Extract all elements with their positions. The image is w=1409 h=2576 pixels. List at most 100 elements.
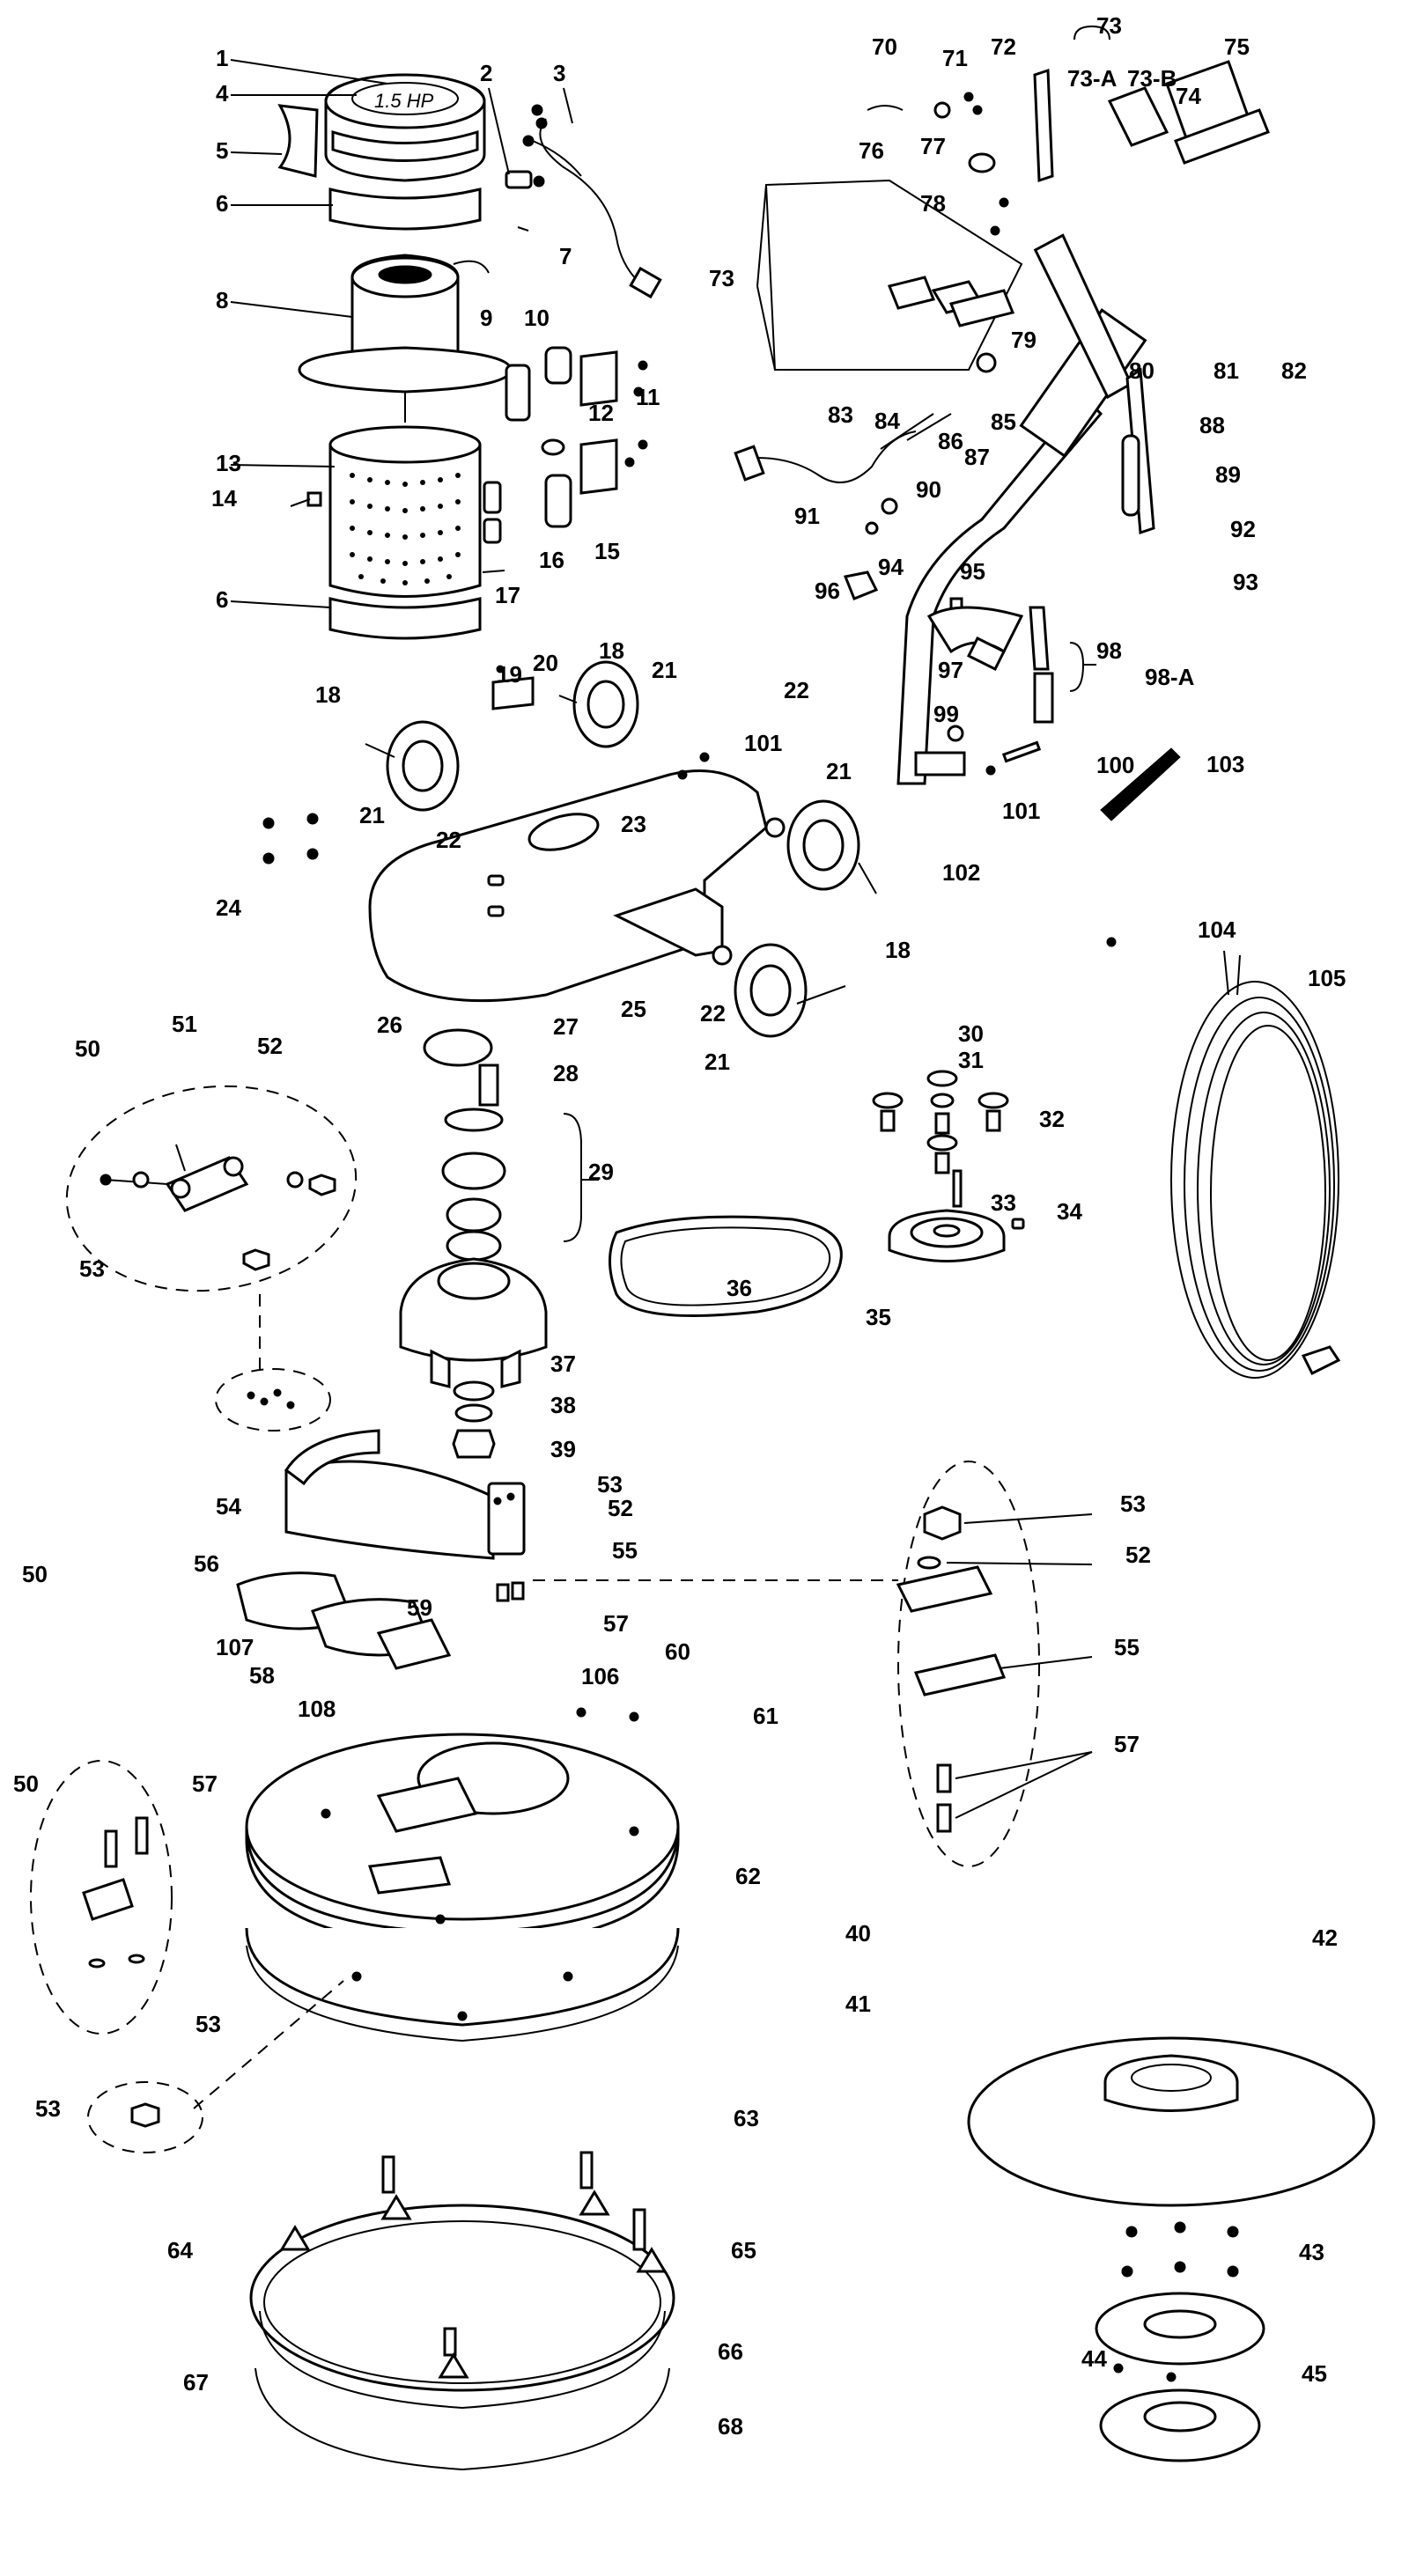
part-label: 57 <box>1114 1731 1140 1757</box>
power-cord-short <box>522 104 662 299</box>
part-label: 27 <box>553 1013 579 1040</box>
part-label: 21 <box>359 802 385 828</box>
wheel-left <box>365 720 460 812</box>
motor-band-top <box>328 188 482 231</box>
part-label: 39 <box>550 1436 576 1462</box>
bracket-73b <box>756 184 776 371</box>
part-label: 86 <box>938 428 963 454</box>
part-label: 96 <box>815 578 840 604</box>
handle-lower-parts <box>734 352 1181 821</box>
part-label: 10 <box>524 305 550 331</box>
part-label: 50 <box>13 1770 39 1797</box>
part-label: 21 <box>826 758 852 784</box>
part-label: 73 <box>1096 12 1122 39</box>
bolts-24 <box>262 813 319 865</box>
part-label: 106 <box>581 1663 619 1689</box>
part-label: 98 <box>1096 637 1122 664</box>
part-label: 19 <box>497 661 522 688</box>
motor-assembly <box>298 254 513 423</box>
part-label: 108 <box>298 1696 336 1722</box>
part-label: 90 <box>916 476 941 503</box>
part-label: 97 <box>938 657 963 683</box>
part-label: 77 <box>920 133 946 159</box>
part-label: 4 <box>216 80 229 107</box>
skirt-flap <box>236 1571 525 1670</box>
part-label: 43 <box>1299 2239 1324 2265</box>
part-label: 100 <box>1096 752 1134 778</box>
part-label: 101 <box>1002 798 1040 824</box>
part-label: 17 <box>495 582 520 608</box>
part-label: 45 <box>1302 2360 1327 2387</box>
handle-grip-parts <box>1033 60 1270 535</box>
part-label: 102 <box>942 859 980 886</box>
skirt-ring <box>245 1927 680 2042</box>
part-label: 53 <box>597 1471 623 1498</box>
part-label: 18 <box>315 681 341 708</box>
part-label: 73-B <box>1127 65 1177 92</box>
part-label: 34 <box>1057 1198 1082 1225</box>
part-label: 42 <box>1312 1925 1338 1951</box>
part-label: 56 <box>194 1550 219 1577</box>
part-label: 93 <box>1233 569 1258 595</box>
part-label: 70 <box>872 33 897 60</box>
part-label: 83 <box>828 401 853 428</box>
part-label: 52 <box>257 1033 283 1059</box>
leader-lines <box>230 59 573 608</box>
part-label: 66 <box>718 2338 743 2365</box>
part-label: 59 <box>407 1594 432 1621</box>
chassis <box>368 665 768 1003</box>
bracket-98 <box>1069 642 1096 692</box>
part-label: 33 <box>991 1189 1016 1216</box>
detail-53-small <box>87 1980 344 2153</box>
part-label: 98-A <box>1145 664 1195 690</box>
part-label: 28 <box>553 1060 579 1086</box>
part-label: 26 <box>377 1012 402 1038</box>
part-label: 53 <box>79 1255 105 1282</box>
part-label: 2 <box>480 60 492 86</box>
capacitors-and-switch <box>483 346 648 544</box>
part-label: 13 <box>216 450 241 476</box>
brush-ring <box>249 2151 675 2471</box>
part-label: 53 <box>35 2095 61 2122</box>
part-label: 75 <box>1224 33 1250 60</box>
part-label: 91 <box>794 503 820 529</box>
part-label: 50 <box>75 1035 100 1062</box>
part-label: 31 <box>958 1047 984 1073</box>
part-label: 22 <box>700 1000 726 1027</box>
part-label: 38 <box>550 1392 576 1418</box>
part-label: 6 <box>216 586 228 613</box>
part-label: 15 <box>594 538 620 564</box>
part-label: 57 <box>603 1610 629 1637</box>
part-label: 101 <box>744 730 782 756</box>
part-label: 44 <box>1081 2345 1107 2372</box>
part-label: 36 <box>727 1275 752 1301</box>
part-label: 23 <box>621 811 646 837</box>
perforated-housing <box>290 425 482 640</box>
part-label: 51 <box>172 1011 197 1037</box>
part-label: 62 <box>735 1863 761 1889</box>
part-label: 73-A <box>1067 65 1118 92</box>
part-label: 76 <box>859 137 884 164</box>
detail-bracket-right <box>533 1461 1093 1867</box>
part-label: 41 <box>845 1991 871 2017</box>
detail-bracket-50 <box>65 1085 358 1292</box>
part-label: 72 <box>991 33 1016 60</box>
part-label: 7 <box>559 243 572 269</box>
part-label: 30 <box>958 1020 984 1047</box>
part-label: 37 <box>550 1351 576 1377</box>
part-label: 95 <box>960 558 985 585</box>
part-label: 55 <box>612 1537 638 1564</box>
part-label: 5 <box>216 137 228 164</box>
part-label: 80 <box>1129 357 1154 384</box>
motor-hp-marking: 1.5 HP <box>374 90 434 112</box>
part-label: 104 <box>1198 916 1236 943</box>
part-label: 92 <box>1230 516 1256 542</box>
spindle-stack <box>399 1028 548 1459</box>
wheel-right-back <box>764 799 877 894</box>
part-label: 88 <box>1199 412 1225 438</box>
part-label: 25 <box>621 996 646 1022</box>
wheel-right-front <box>712 943 846 1038</box>
part-label: 14 <box>211 485 237 512</box>
part-label: 81 <box>1214 357 1239 384</box>
